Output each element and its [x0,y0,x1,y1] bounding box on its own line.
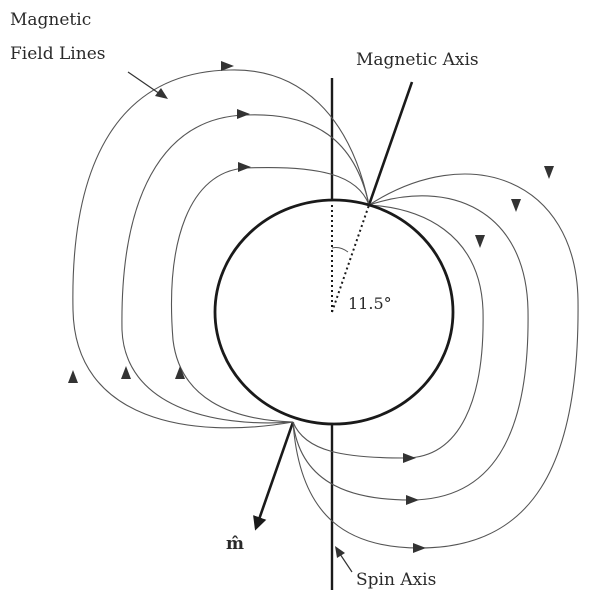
field-arrow-left-middle-side [121,366,131,379]
spin-axis-label: Spin Axis [356,570,437,590]
earth-globe [213,198,455,426]
field-arrow-left-inner-top [238,162,251,172]
field-line-right-middle [292,195,529,501]
field-line-right-inner [292,204,484,459]
magnetic-moment-arrow [253,421,295,531]
field-arrow-right-inner-side [475,235,485,248]
field-lines-pointer [127,71,161,95]
moment-label: m̂ [226,534,244,554]
magnetic-axis-label: Magnetic Axis [356,50,479,70]
field-arrow-right-middle-side [511,199,521,212]
field-line-left-outer [72,69,370,429]
field-arrow-left-middle-top [237,109,250,119]
field-line-left-inner [170,166,370,423]
spin-axis-pointer-head [335,546,345,558]
field-lines-label-line1: Magnetic [10,10,92,30]
field-arrow-right-outer-bottom [413,543,426,553]
angle-label: 11.5° [348,294,392,313]
dotted-magnetic-axis [331,204,370,313]
field-lines-label-line2: Field Lines [10,44,106,64]
field-arrow-left-outer-side [68,370,78,383]
field-arrow-left-inner-side [175,366,185,379]
field-arrow-right-inner-bottom [403,453,416,463]
field-arrow-right-outer-side [544,166,554,179]
field-arrow-right-middle-bottom [406,495,419,505]
field-lines-pointer-head [155,88,168,99]
field-arrow-left-outer-top [221,61,234,71]
field-line-right-outer [292,173,579,549]
spin-axis-pointer [339,553,353,573]
angle-arc [331,247,349,253]
magnetic-axis-line [367,81,414,206]
field-line-left-middle [121,114,370,424]
